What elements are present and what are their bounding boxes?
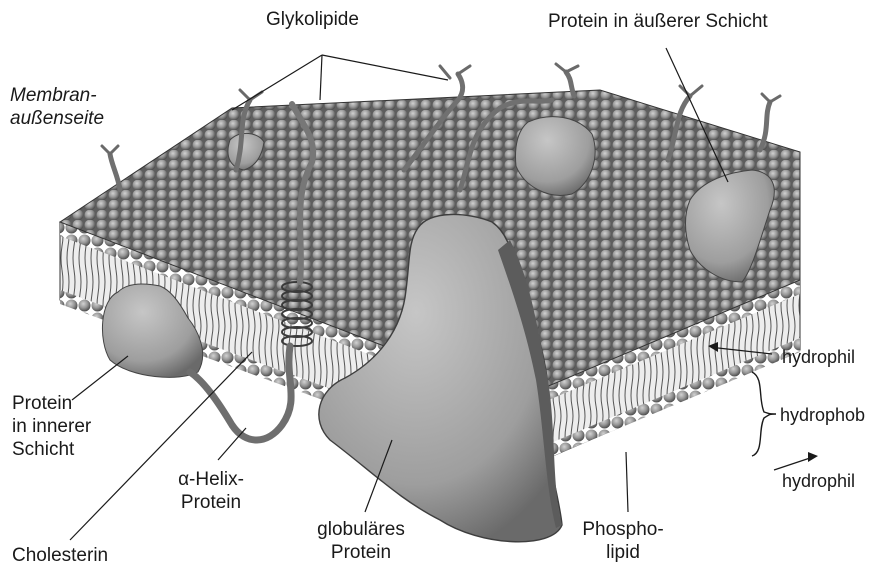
label-hydrophil-top: hydrophil [782,346,855,369]
label-hydrophil-bottom: hydrophil [782,470,855,493]
label-globular-line1: globuläres [306,518,416,541]
label-helix-line1: α-Helix- [156,468,266,491]
label-membrane-outside-line1: Membran- [10,84,104,107]
label-helix-protein: α-Helix- Protein [156,468,266,514]
label-hydrophob: hydrophob [780,404,865,427]
label-membrane-outside: Membran- außenseite [10,84,104,130]
leader-glycolipid-1 [232,55,322,110]
label-glycolipids: Glykolipide [266,8,359,31]
label-phospholipid-line1: Phospho- [568,518,678,541]
label-globular-protein: globuläres Protein [306,518,416,564]
label-inner-protein-line3: Schicht [12,438,91,461]
hydrophob-brace [752,372,776,456]
label-outer-protein: Protein in äußerer Schicht [548,10,768,33]
label-cholesterol: Cholesterin [12,544,108,567]
label-inner-protein: Protein in innerer Schicht [12,392,91,461]
leader-phospholipid [626,452,628,512]
label-globular-line2: Protein [306,541,416,564]
label-inner-protein-line1: Protein [12,392,91,415]
hydrophil-bottom-arrow [808,452,818,462]
label-helix-line2: Protein [156,491,266,514]
leader-glycolipid-2 [320,55,322,100]
label-inner-protein-line2: in innerer [12,415,91,438]
label-membrane-outside-line2: außenseite [10,107,104,130]
label-phospholipid: Phospho- lipid [568,518,678,564]
leader-hydrophil-bottom [774,458,810,470]
leader-helix [218,428,246,460]
leader-glycolipid-3 [322,55,448,80]
label-phospholipid-line2: lipid [568,541,678,564]
